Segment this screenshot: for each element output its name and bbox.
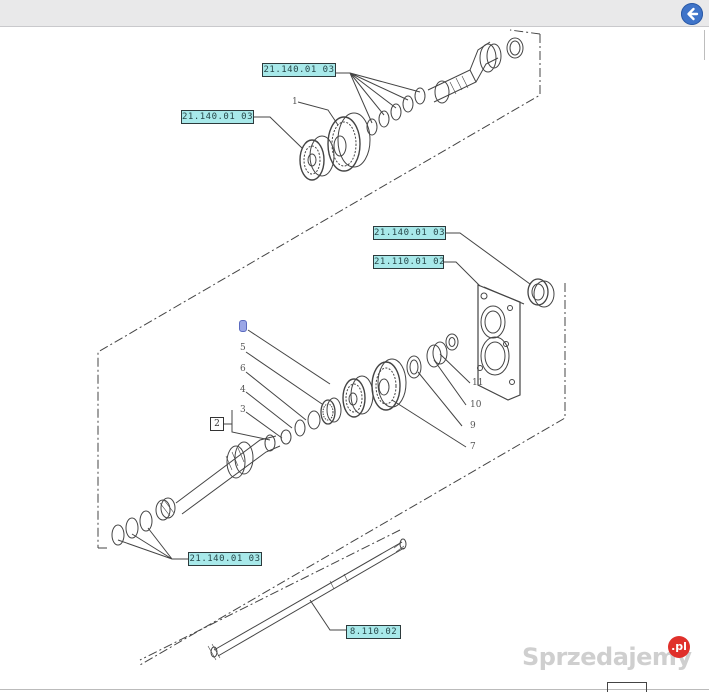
scroll-edge [704, 30, 709, 60]
watermark-badge: .pl [668, 636, 690, 658]
callout-housing[interactable]: 21.110.01 02 [373, 255, 444, 269]
part-number-3: 3 [240, 405, 246, 415]
callout-top-group[interactable]: 21.140.01 03 [262, 63, 336, 77]
callout-shaft[interactable]: 8.110.02 [346, 625, 401, 639]
watermark-text: Sprzedajemy [522, 643, 692, 671]
callout-lower-left[interactable]: 21.140.01 03 [188, 552, 262, 566]
part-number-4: 4 [240, 385, 246, 395]
part-number-10: 10 [470, 400, 482, 410]
part-number-2: 2 [210, 417, 224, 431]
part-number-11: 11 [472, 378, 484, 388]
back-button[interactable] [681, 3, 703, 25]
part-number-1: 1 [292, 97, 298, 107]
selection-marker[interactable] [239, 320, 247, 332]
corner-frame [607, 682, 647, 692]
arrow-left-icon [687, 7, 699, 21]
part-number-6: 6 [240, 364, 246, 374]
part-number-9: 9 [470, 421, 476, 431]
callout-right-bearing[interactable]: 21.140.01 03 [373, 226, 446, 240]
part-number-7: 7 [470, 442, 476, 452]
part-number-5: 5 [240, 343, 246, 353]
callout-top-gear[interactable]: 21.140.01 03 [181, 110, 254, 124]
top-toolbar [0, 0, 709, 27]
exploded-parts-diagram [97, 29, 566, 666]
bottom-divider [0, 689, 709, 690]
